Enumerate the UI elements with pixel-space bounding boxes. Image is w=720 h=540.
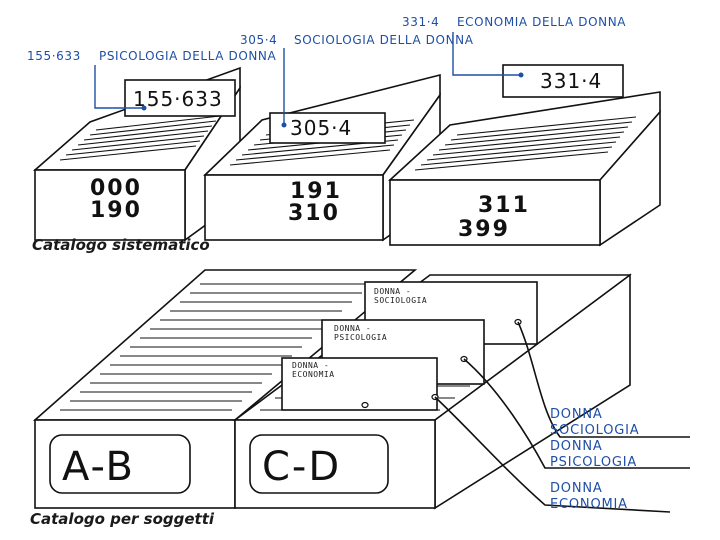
card-sociologia-line2: SOCIOLOGIA [374,296,427,305]
label-155-633-text: PSICOLOGIA DELLA DONNA [99,49,277,63]
callout-economia-line1: DONNA [550,481,603,496]
drawer-3-range-from: 311 [478,193,530,218]
leader-dot-1 [142,106,147,111]
leader-dot-2 [282,123,287,128]
callout-economia-line2: ECONOMIA [550,497,628,512]
label-305-4-text: SOCIOLOGIA DELLA DONNA [294,33,474,47]
guide-card-2-label: 305·4 [290,116,352,140]
label-305-4-code: 305·4 [240,33,277,47]
guide-card-1-label: 155·633 [133,87,223,111]
drawer-2-range-to: 310 [288,201,340,226]
label-155-633-code: 155·633 [27,49,81,63]
drawer-3-range-to: 399 [458,217,510,242]
callout-sociologia-line1: DONNA [550,407,603,422]
systematic-catalog: 155·633 000 190 305·4 191 310 [27,15,660,254]
guide-card-3-label: 331·4 [540,69,602,93]
drawer-a-b-label: A-B [62,444,135,490]
card-economia-front-hole [362,403,368,408]
label-331-4-code: 331·4 [402,15,439,29]
drawer-c-d-label: C-D [262,444,341,490]
leader-dot-3 [519,73,524,78]
callout-psicologia-line2: PSICOLOGIA [550,455,637,470]
label-331-4-text: ECONOMIA DELLA DONNA [457,15,626,29]
card-economia-line1: DONNA - [292,361,329,370]
card-economia-line2: ECONOMIA [292,370,335,379]
subject-catalog: A-B C-D DONNA - SOCIOLOGIA DONNA - PSICO… [30,270,690,528]
drawer-1-range-to: 190 [90,198,142,223]
card-psicologia-line2: PSICOLOGIA [334,333,387,342]
subject-callouts: DONNA SOCIOLOGIA DONNA PSICOLOGIA DONNA … [550,407,639,512]
card-psicologia-line1: DONNA - [334,324,371,333]
card-sociologia-line1: DONNA - [374,287,411,296]
callout-sociologia-line2: SOCIOLOGIA [550,423,639,438]
systematic-caption: Catalogo sistematico [32,236,210,254]
subject-caption: Catalogo per soggetti [30,510,215,528]
callout-psicologia-line1: DONNA [550,439,603,454]
